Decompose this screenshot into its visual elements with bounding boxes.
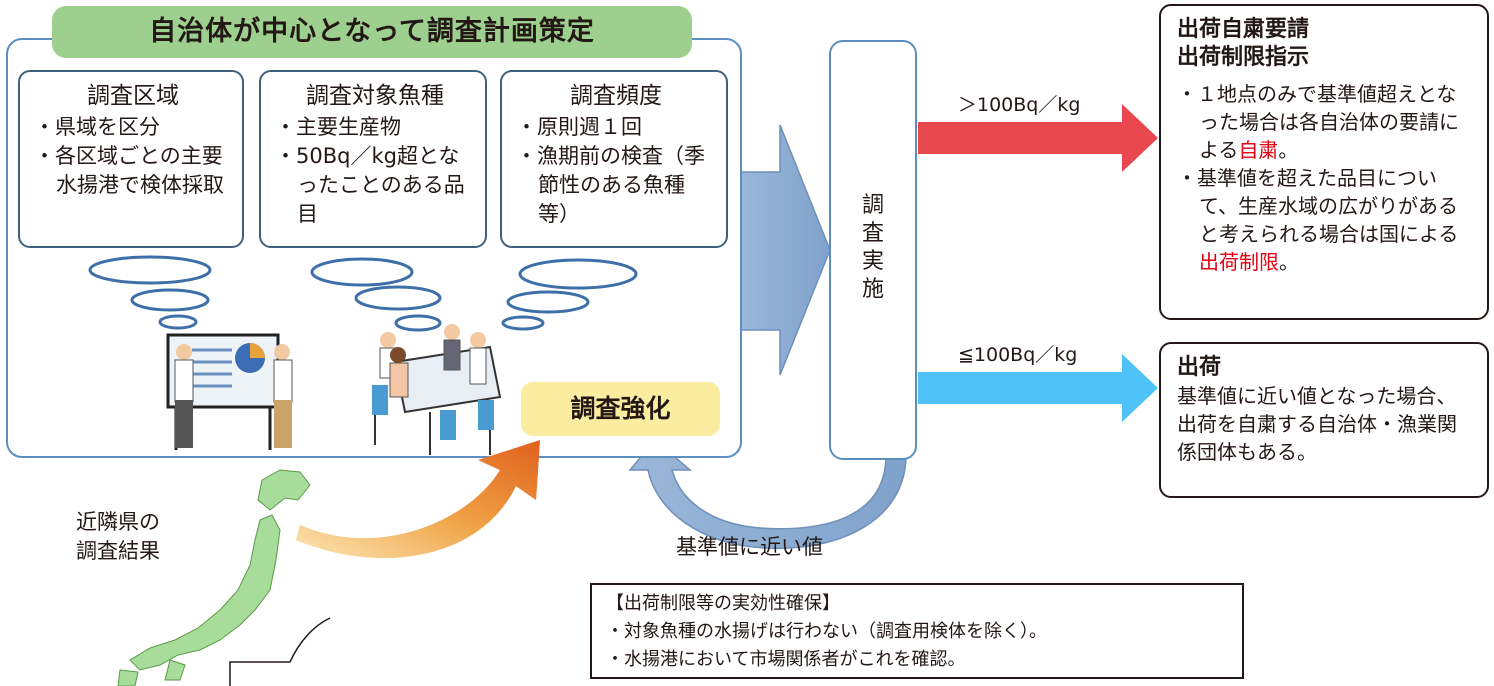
planning-title: 自治体が中心となって調査計画策定: [52, 6, 692, 58]
species-item: ・主要生産物: [275, 115, 401, 139]
map-inset-frame: [229, 617, 331, 686]
species-box: 調査対象魚種 ・主要生産物 ・50Bq／kg超となったことのある品目: [259, 70, 487, 248]
shipping-box: 出荷 基準値に近い値となった場合、出荷を自粛する自治体・漁業関係団体もある。: [1159, 342, 1489, 498]
implementation-label: 調査実施: [861, 193, 884, 302]
note-box: 【出荷制限等の実効性確保】 ・対象魚種の水揚げは行わない（調査用検体を除く）。 …: [590, 583, 1244, 679]
species-title: 調査対象魚種: [306, 83, 444, 109]
japan-map: [117, 469, 311, 686]
restriction-bullet-2: ・基準値を超えた品目について、生産水域の広がりがあると考えられる場合は国による出…: [1177, 166, 1459, 274]
over-limit-arrow: [918, 104, 1158, 172]
restriction-title-1: 出荷自粛要請: [1177, 17, 1310, 42]
note-title: 【出荷制限等の実効性確保】: [606, 593, 840, 614]
feedback-uturn-arrow: [628, 438, 907, 550]
area-title: 調査区域: [87, 83, 179, 109]
restriction-bullet-1: ・１地点のみで基準値超えとなった場合は各自治体の要請による自粛。: [1177, 82, 1459, 162]
threshold-under: ≦100Bq／kg: [958, 344, 1078, 366]
area-item: ・各区域ごとの主要水揚港で検体採取: [34, 144, 224, 197]
neighbor-results-line-1: 近隣県の: [76, 510, 160, 534]
species-item: ・50Bq／kg超となったことのある品目: [275, 144, 465, 226]
note-item: ・対象魚種の水揚げは行わない（調査用検体を除く）。: [606, 621, 1047, 642]
frequency-box: 調査頻度 ・原則週１回 ・漁期前の検査（季節性のある魚種等）: [500, 70, 728, 248]
strengthen-label: 調査強化: [521, 382, 720, 436]
area-box: 調査区域 ・県域を区分 ・各区域ごとの主要水揚港で検体採取: [18, 70, 244, 248]
shipping-body: 基準値に近い値となった場合、出荷を自粛する自治体・漁業関係団体もある。: [1177, 384, 1457, 464]
restriction-title-2: 出荷制限指示: [1177, 45, 1310, 70]
under-limit-arrow: [918, 354, 1158, 422]
plan-to-implementation-arrow: [739, 124, 831, 376]
restriction-box: 出荷自粛要請 出荷制限指示 ・１地点のみで基準値超えとなった場合は各自治体の要請…: [1159, 4, 1489, 320]
near-value-label: 基準値に近い値: [676, 535, 823, 559]
implementation-box: [829, 40, 917, 460]
frequency-title: 調査頻度: [570, 83, 662, 109]
frequency-item: ・漁期前の検査（季節性のある魚種等）: [516, 144, 705, 226]
shipping-title: 出荷: [1177, 355, 1222, 380]
neighbor-results-line-2: 調査結果: [76, 539, 160, 563]
threshold-over: ＞100Bq／kg: [958, 94, 1081, 116]
area-item: ・県域を区分: [34, 115, 160, 139]
note-item: ・水揚港において市場関係者がこれを確認。: [606, 649, 966, 670]
frequency-item: ・原則週１回: [516, 115, 642, 139]
